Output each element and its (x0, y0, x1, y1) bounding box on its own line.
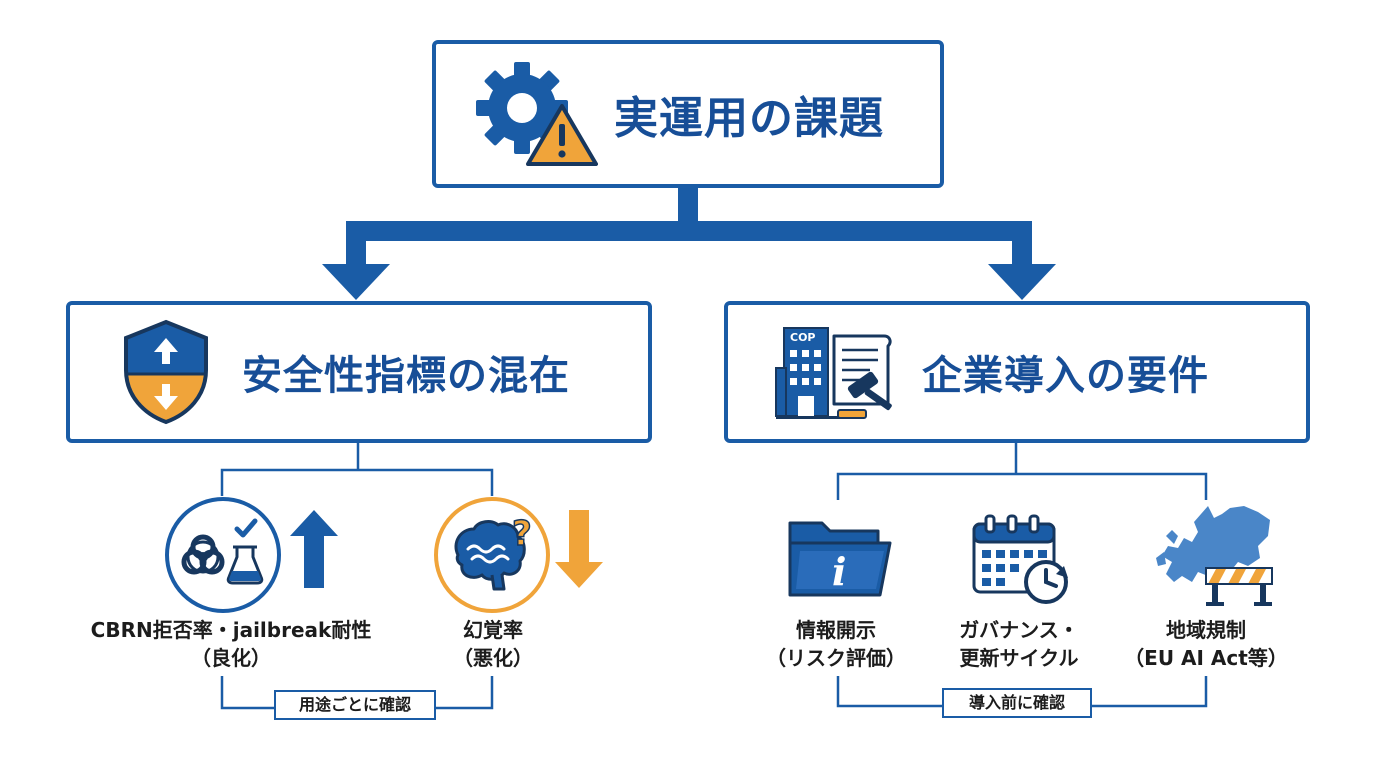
right-branch-box: COP 企業導入の要件 (724, 301, 1310, 443)
trend-up-arrow-icon (290, 510, 338, 588)
left-check-tag: 用途ごとに確認 (274, 690, 436, 720)
building-document-gavel-icon: COP (775, 327, 892, 419)
hallucination-label: 幻覚率 （悪化） (453, 618, 533, 670)
biohazard-symbol (181, 534, 225, 575)
main-arrows (322, 186, 1056, 300)
gear-warning-icon (476, 62, 598, 166)
regional-regulation-label: 地域規制 （EU AI Act等） (1124, 618, 1288, 670)
cbrn-jailbreak-label: CBRN拒否率・jailbreak耐性 （良化） (90, 618, 372, 670)
root-title: 実運用の課題 (614, 93, 884, 144)
gavel-icon (837, 371, 892, 419)
shield-up-down-icon (124, 319, 208, 425)
svg-text:i: i (832, 549, 846, 594)
left-branch-title: 安全性指標の混在 (242, 353, 570, 399)
brain-question-icon: ? (434, 497, 550, 613)
right-arrow-head (988, 264, 1056, 300)
flask-symbol (226, 545, 264, 585)
biohazard-flask-icon (165, 497, 281, 613)
barrier-icon (1205, 567, 1273, 606)
calendar-clock-icon (972, 514, 1068, 604)
right-branch-title: 企業導入の要件 (922, 353, 1209, 399)
root-box: 実運用の課題 (432, 40, 944, 188)
trend-down-arrow-icon (555, 510, 603, 588)
governance-label: ガバナンス・ 更新サイクル (959, 618, 1079, 670)
left-branch-box: 安全性指標の混在 (66, 301, 652, 443)
disclosure-label: 情報開示 （リスク評価） (766, 618, 906, 670)
folder-info-icon: i (788, 521, 892, 597)
right-check-tag: 導入前に確認 (942, 688, 1092, 718)
svg-text:?: ? (512, 514, 532, 554)
left-arrow-head (322, 264, 390, 300)
europe-map-barrier-icon (1156, 506, 1273, 606)
check-icon (234, 518, 258, 538)
building-badge: COP (790, 331, 816, 344)
